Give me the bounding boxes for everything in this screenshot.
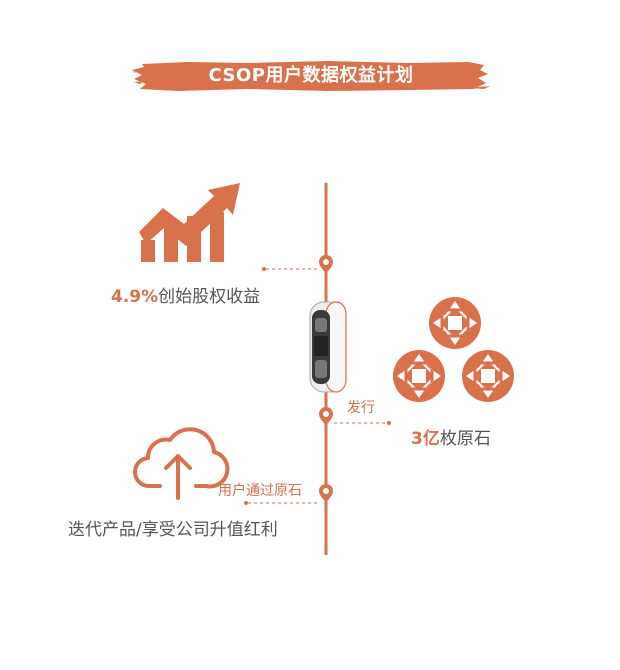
issuance-step-label: 发行 bbox=[347, 400, 375, 416]
issuance-label: 3亿枚原石 bbox=[411, 424, 491, 449]
issuance-text: 枚原石 bbox=[439, 429, 491, 449]
connector-earning bbox=[244, 501, 318, 505]
timeline-pin-benefit bbox=[319, 255, 333, 273]
earning-label: 迭代产品/享受公司升值红利 bbox=[68, 520, 278, 540]
benefit-value: 4.9% bbox=[111, 287, 159, 307]
connector-issuance bbox=[334, 421, 391, 425]
growth-chart-icon bbox=[139, 183, 240, 262]
earning-step-label: 用户通过原石 bbox=[218, 483, 302, 499]
car-icon bbox=[309, 301, 347, 393]
timeline-pin-earning bbox=[319, 484, 333, 502]
page-title: CSOP用户数据权益计划 bbox=[208, 65, 414, 86]
benefit-text: 创始股权收益 bbox=[158, 287, 261, 307]
benefit-label: 4.9%创始股权收益 bbox=[111, 282, 260, 307]
timeline-pin-issuance bbox=[319, 407, 333, 425]
connector-benefit bbox=[262, 267, 318, 271]
title-banner: CSOP用户数据权益计划 bbox=[128, 58, 494, 94]
gem-cluster-icon bbox=[393, 297, 514, 402]
cloud-upload-icon bbox=[132, 427, 230, 500]
issuance-value: 3亿 bbox=[411, 429, 440, 449]
brush-stroke-background bbox=[130, 61, 490, 91]
